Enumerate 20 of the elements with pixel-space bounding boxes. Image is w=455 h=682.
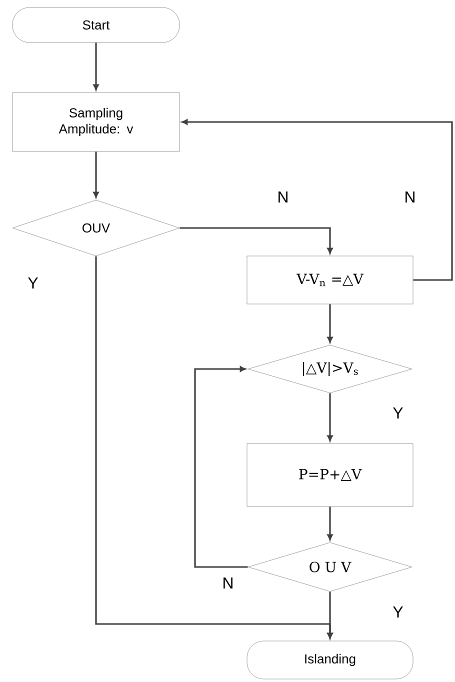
terminal-box: Start bbox=[12, 7, 180, 43]
arrow bbox=[93, 42, 99, 90]
terminal-box: Islanding bbox=[246, 640, 414, 680]
arrow bbox=[93, 152, 99, 198]
arrow bbox=[194, 366, 248, 568]
arrow bbox=[182, 119, 453, 281]
process-box: P=P+△V bbox=[246, 443, 414, 507]
process-box: Sampling Amplitude: v bbox=[12, 92, 180, 152]
edge-label: Y bbox=[392, 606, 404, 618]
edge-label: N bbox=[221, 576, 235, 590]
edge-label: Y bbox=[392, 406, 404, 420]
process-box: V-V$_{n}$ =△V bbox=[246, 256, 414, 304]
arrow bbox=[95, 256, 333, 639]
edge-label: N bbox=[403, 190, 417, 204]
edge-label: Y bbox=[26, 276, 40, 290]
edge-label: N bbox=[276, 190, 290, 204]
arrow bbox=[327, 304, 333, 343]
arrow bbox=[180, 227, 333, 254]
arrow bbox=[327, 506, 333, 540]
arrow bbox=[327, 393, 333, 442]
